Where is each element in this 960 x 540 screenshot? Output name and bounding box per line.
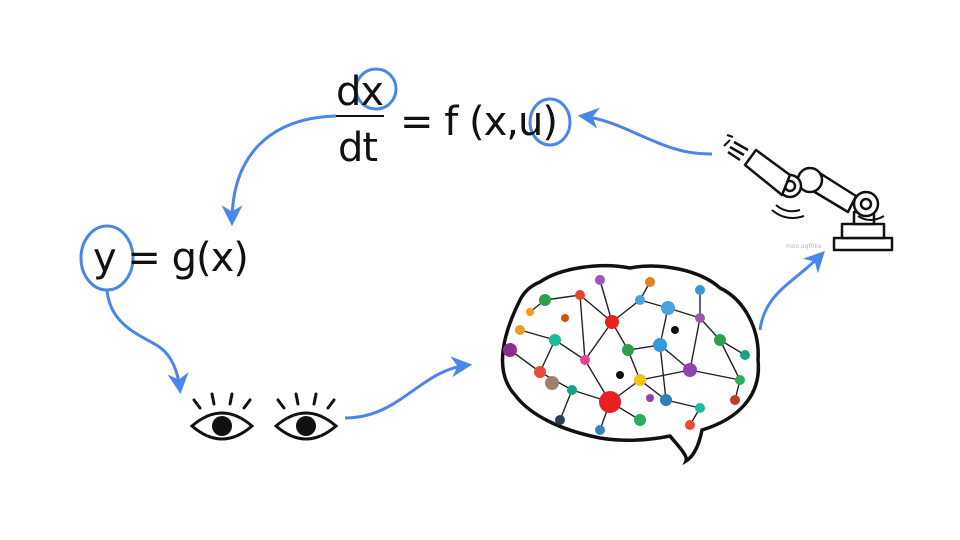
state-equation-rhs: = f (x,u) <box>400 99 558 145</box>
derivative-denominator: dt <box>338 125 378 171</box>
eye-icon <box>273 392 339 441</box>
arrow-eyes-to-brain <box>344 356 473 420</box>
eye-icon <box>189 392 255 441</box>
arrow-brain-to-robot <box>758 250 825 331</box>
highlight-circle-x <box>354 67 398 111</box>
derivative-numerator: dx <box>336 69 384 115</box>
robot-arm-icon <box>723 134 894 252</box>
arrow-output-to-eyes <box>105 289 189 395</box>
highlight-circle-u <box>528 97 572 147</box>
brain-network-icon <box>500 263 761 466</box>
output-equation: y = g(x) <box>93 235 249 281</box>
arrow-state-to-output <box>221 114 337 227</box>
arrow-robot-to-input <box>577 107 713 156</box>
watermark: moo.aqf0ka <box>786 243 822 250</box>
